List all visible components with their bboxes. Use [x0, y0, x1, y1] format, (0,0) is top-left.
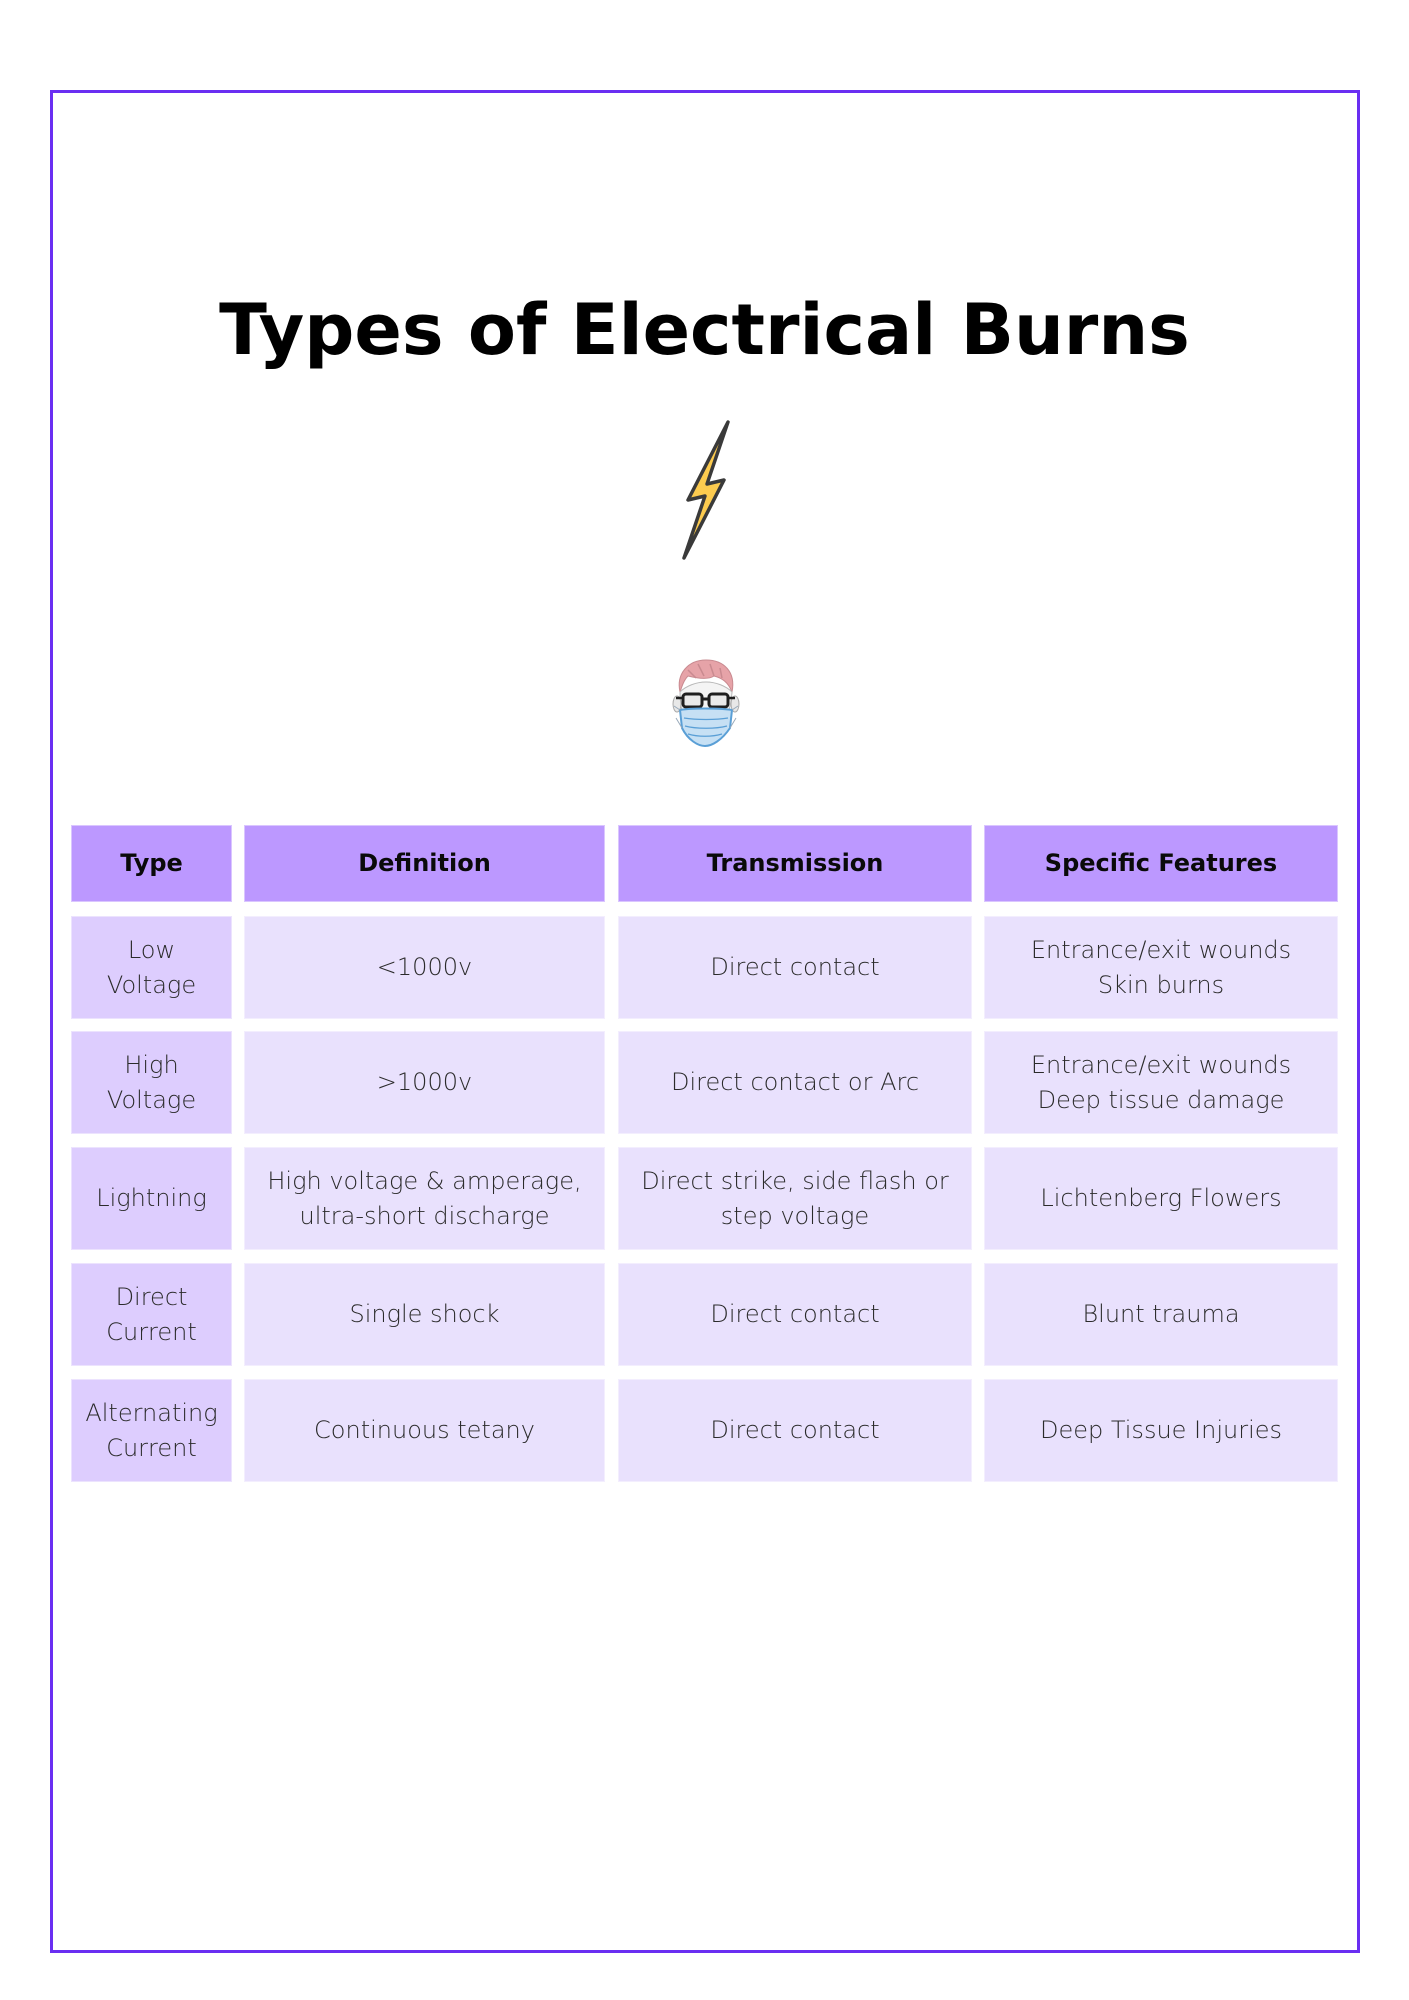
cell-definition: <1000v — [244, 916, 605, 1019]
cell-definition: Single shock — [244, 1263, 605, 1366]
header-transmission: Transmission — [618, 825, 972, 902]
cell-specific-features: Blunt trauma — [984, 1263, 1338, 1366]
doctor-avatar-icon — [672, 659, 740, 748]
page-title: Types of Electrical Burns — [219, 289, 1190, 371]
cell-specific-features: Deep Tissue Injuries — [984, 1379, 1338, 1482]
cell-definition: >1000v — [244, 1031, 605, 1134]
cell-type: Lightning — [71, 1147, 232, 1250]
cell-definition: Continuous tetany — [244, 1379, 605, 1482]
cell-type: High Voltage — [71, 1031, 232, 1134]
cell-specific-features: Lichtenberg Flowers — [984, 1147, 1338, 1250]
cell-type: Direct Current — [71, 1263, 232, 1366]
cell-type: Low Voltage — [71, 916, 232, 1019]
cell-definition: High voltage & amperage, ultra-short dis… — [244, 1147, 605, 1250]
header-specific-features: Specific Features — [984, 825, 1338, 902]
cell-transmission: Direct contact — [618, 1263, 972, 1366]
cell-transmission: Direct contact — [618, 1379, 972, 1482]
page-frame — [50, 90, 1360, 1953]
header-type: Type — [71, 825, 232, 902]
cell-specific-features: Entrance/exit wounds Skin burns — [984, 916, 1338, 1019]
header-definition: Definition — [244, 825, 605, 902]
cell-specific-features: Entrance/exit wounds Deep tissue damage — [984, 1031, 1338, 1134]
cell-transmission: Direct contact — [618, 916, 972, 1019]
cell-transmission: Direct strike, side flash or step voltag… — [618, 1147, 972, 1250]
cell-type: Alternating Current — [71, 1379, 232, 1482]
cell-transmission: Direct contact or Arc — [618, 1031, 972, 1134]
lightning-bolt-icon — [682, 420, 730, 560]
